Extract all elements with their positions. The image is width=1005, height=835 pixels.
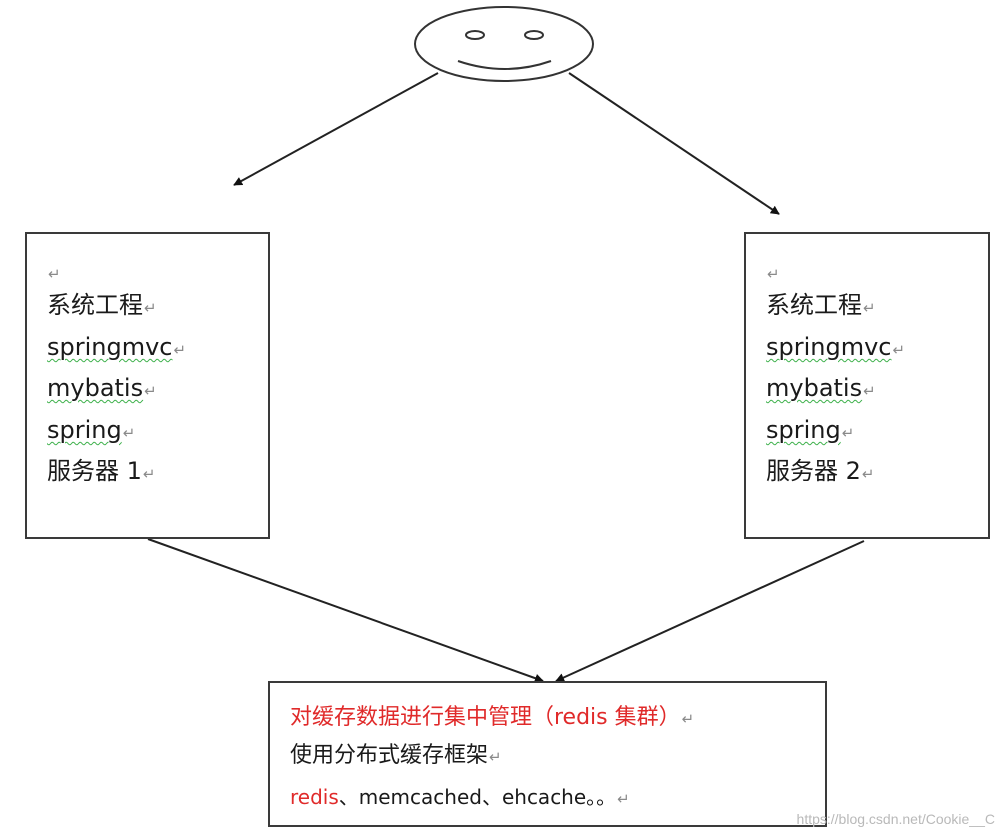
arrow-user-to-server1 <box>233 72 439 186</box>
cache-line-framework: 使用分布式缓存框架↵ <box>290 743 502 768</box>
server1-line-name: 服务器 1↵ <box>47 457 156 485</box>
server1-line-system: 系统工程↵ <box>47 291 157 319</box>
cache-line-centralized: 对缓存数据进行集中管理（redis 集群）↵ <box>290 705 695 730</box>
server2-line-springmvc: springmvc↵ <box>766 333 906 361</box>
empty-line: ↵ <box>767 265 780 283</box>
server1-line-spring: spring↵ <box>47 416 136 444</box>
server2-line-spring: spring↵ <box>766 416 855 444</box>
user-face-icon <box>414 6 594 82</box>
server2-box: ↵ 系统工程↵ springmvc↵ mybatis↵ spring↵ 服务器 … <box>744 232 990 539</box>
redis-highlight: redis <box>290 785 339 809</box>
watermark: https://blog.csdn.net/Cookie__C <box>796 811 995 827</box>
server2-line-mybatis: mybatis↵ <box>766 374 876 402</box>
cache-box: 对缓存数据进行集中管理（redis 集群）↵ 使用分布式缓存框架↵ redis、… <box>268 681 827 827</box>
server2-line-name: 服务器 2↵ <box>766 457 875 485</box>
server1-line-springmvc: springmvc↵ <box>47 333 187 361</box>
arrow-user-to-server2 <box>568 72 780 215</box>
server2-line-system: 系统工程↵ <box>766 291 876 319</box>
server1-box: ↵ 系统工程↵ springmvc↵ mybatis↵ spring↵ 服务器 … <box>25 232 270 539</box>
server1-line-mybatis: mybatis↵ <box>47 374 157 402</box>
arrow-server1-to-cache <box>147 538 544 683</box>
empty-line: ↵ <box>48 265 61 283</box>
arrow-server2-to-cache <box>555 540 865 682</box>
cache-line-products: redis、memcached、ehcache。。↵ <box>290 785 630 809</box>
